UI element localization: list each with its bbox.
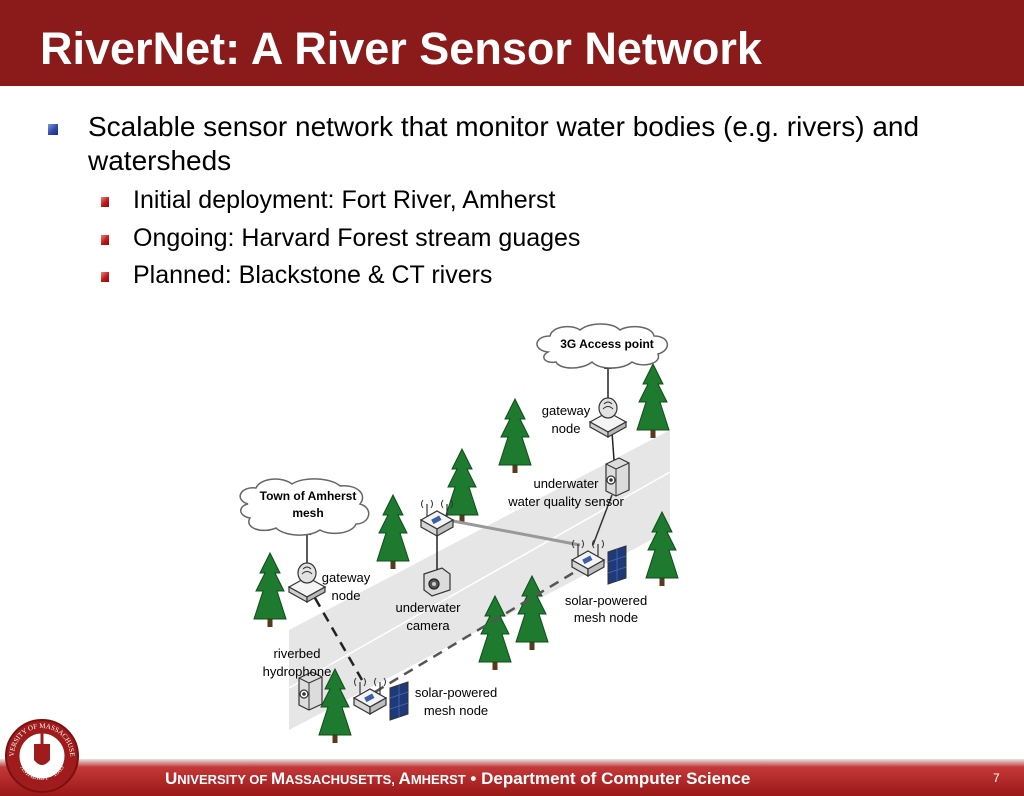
tree-icon [253, 552, 287, 628]
bullet-marker-red [101, 235, 109, 245]
gateway-node-icon [288, 562, 326, 603]
bullet-sub-planned: Planned: Blackstone & CT rivers [133, 261, 493, 289]
bullet-marker-red [101, 272, 109, 282]
gateway-node-icon [589, 397, 627, 438]
mesh-node-icon [420, 499, 454, 537]
link-solar-to-solar [374, 568, 579, 694]
tree-icon [445, 448, 479, 524]
footer-institution: UNIVERSITY OF MASSACHUSETTS, AMHERST • D… [165, 769, 750, 789]
bullet-sub-ongoing: Ongoing: Harvard Forest stream guages [133, 224, 581, 252]
solar-mesh-node-label: mesh node [424, 703, 488, 718]
water-quality-sensor-icon [605, 457, 630, 497]
bullet-sub-initial: Initial deployment: Fort River, Amherst [133, 186, 556, 214]
footer-u: U [165, 769, 178, 788]
footer-separator: • [465, 769, 482, 788]
tree-icon [498, 398, 532, 474]
title-bar [0, 0, 1024, 86]
underwater-camera-label: camera [406, 618, 450, 633]
gateway-node-label: gateway [542, 403, 591, 418]
water-quality-sensor-label: water quality sensor [507, 494, 624, 509]
footer-department: Department of Computer Science [481, 769, 751, 788]
hydrophone-label: riverbed [274, 646, 321, 661]
link-sensor-solar [592, 494, 613, 546]
bullet-marker-red [101, 197, 109, 207]
town-mesh-label: mesh [292, 506, 323, 520]
town-mesh-cloud-icon [239, 478, 370, 536]
access-point-label: 3G Access point [560, 337, 654, 351]
water-quality-sensor-label: underwater [533, 476, 599, 491]
link-gateway-sensor [611, 431, 615, 461]
solar-panel-icon [389, 681, 409, 721]
solar-mesh-node-label: solar-powered [415, 685, 497, 700]
footer-mherst: MHERST [410, 772, 466, 787]
gateway-node-label: node [332, 588, 361, 603]
footer-m: M [270, 769, 286, 788]
solar-panel-icon [607, 545, 627, 585]
gateway-node-label: gateway [322, 570, 371, 585]
gateway-node-label: node [552, 421, 581, 436]
footer-bar [0, 759, 1024, 796]
page-number: 7 [993, 771, 1000, 785]
bullet-marker-blue [48, 124, 58, 135]
hydrophone-label: hydrophone [263, 664, 332, 679]
town-mesh-label: Town of Amherst [260, 489, 357, 503]
solar-mesh-node-label: solar-powered [565, 593, 647, 608]
slide-title: RiverNet: A River Sensor Network [40, 23, 762, 74]
bullet-main: Scalable sensor network that monitor wat… [88, 111, 920, 176]
footer-niversity: NIVERSITY OF [177, 772, 271, 787]
university-seal-logo: UNIVERSITY OF MASSACHUSETTS AMHERST • 18… [4, 718, 79, 793]
solar-mesh-node-label: mesh node [574, 610, 638, 625]
footer-assachusetts: ASSACHUSETTS, [285, 772, 399, 787]
underwater-camera-icon [423, 567, 451, 597]
underwater-camera-label: underwater [395, 600, 461, 615]
footer-a: A [398, 769, 411, 788]
tree-icon [376, 494, 410, 570]
tree-icon [636, 363, 670, 439]
access-point-cloud-icon [536, 323, 668, 369]
link-mote-solar [436, 516, 581, 547]
